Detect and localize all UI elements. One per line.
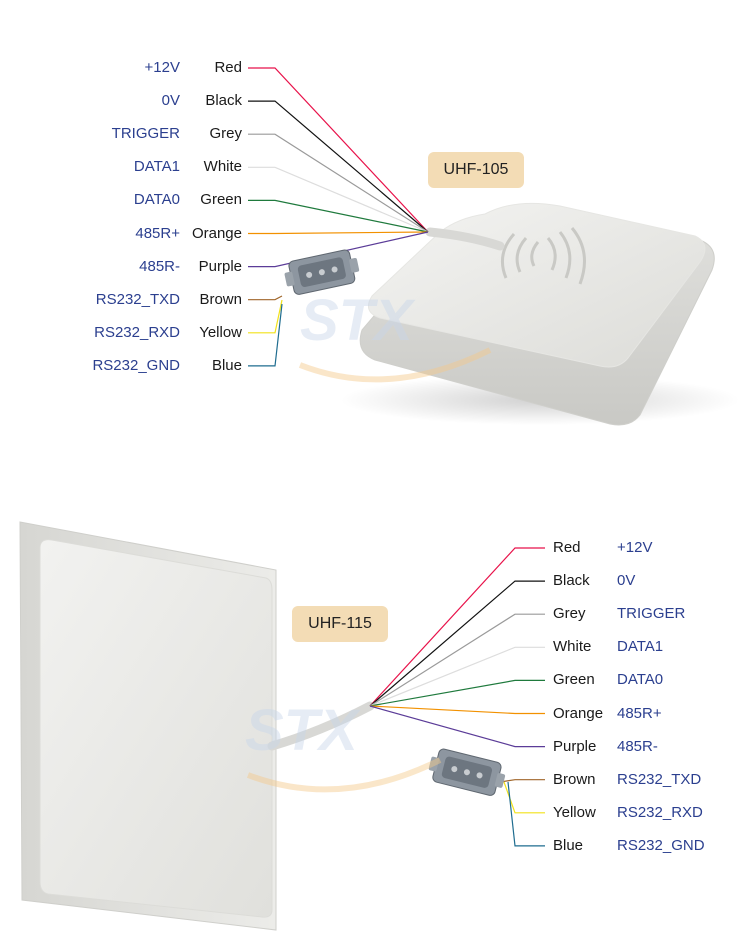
signal-label: 0V	[617, 572, 636, 590]
signal-label: DATA0	[617, 671, 664, 689]
wire-yellow	[248, 299, 283, 334]
wire-black	[248, 100, 429, 233]
wire-color-label: Orange	[553, 704, 604, 722]
signal-label: 0V	[161, 92, 180, 110]
reader-illustration: STX	[19, 521, 545, 931]
rfid-wave-icon	[500, 227, 586, 285]
wire-brown	[248, 295, 283, 301]
wire-color-label: Brown	[553, 770, 596, 788]
wire-color-label: Orange	[191, 224, 242, 242]
wire-grey	[369, 613, 545, 707]
signal-label: +12V	[617, 539, 653, 556]
signal-label: +12V	[144, 59, 180, 76]
signal-label: DATA0	[133, 191, 180, 209]
wire-color-label: Yellow	[199, 323, 242, 341]
wire-orange	[248, 231, 429, 235]
wire-yellow	[503, 781, 545, 814]
wire-color-label: Grey	[209, 125, 242, 143]
watermark-logo: STX	[298, 288, 492, 383]
signal-label: 485R+	[617, 704, 662, 722]
wire-color-label: Red	[553, 539, 581, 556]
wire-blue	[507, 781, 545, 847]
wire-color-label: Black	[553, 572, 590, 590]
signal-label: 485R-	[617, 737, 658, 755]
signal-label: 485R+	[135, 224, 180, 242]
signal-label: DATA1	[133, 158, 180, 176]
wire-orange	[369, 705, 545, 715]
signal-label: DATA1	[617, 638, 664, 656]
signal-label: TRIGGER	[617, 605, 686, 623]
wire-color-label: Blue	[553, 836, 584, 854]
wire-white	[369, 646, 545, 707]
wire-green	[248, 199, 429, 233]
signal-label: RS232_RXD	[94, 323, 180, 341]
model-badge: UHF-105	[428, 152, 524, 188]
wire-red	[369, 547, 545, 707]
wire-color-label: Black	[205, 92, 242, 110]
wire-color-label: White	[203, 158, 242, 176]
svg-text:STX: STX	[300, 288, 416, 353]
wire-color-label: Green	[553, 671, 595, 689]
wire-purple	[369, 705, 545, 748]
wire-purple	[248, 231, 429, 268]
wire-green	[369, 679, 545, 707]
signal-label: RS232_GND	[617, 836, 705, 854]
wire-color-label: White	[553, 638, 592, 656]
wire-color-label: Brown	[199, 290, 242, 308]
wire-red	[248, 67, 429, 233]
watermark-logo: STX	[245, 698, 442, 793]
signal-label: 485R-	[139, 257, 180, 275]
signal-label: RS232_GND	[92, 356, 180, 374]
wire-black	[369, 580, 545, 707]
cable	[267, 701, 375, 751]
wire-grey	[248, 133, 429, 233]
wire-white	[248, 166, 429, 233]
model-badge: UHF-115	[292, 606, 388, 642]
wire-blue	[248, 303, 283, 367]
signal-label: RS232_TXD	[95, 290, 180, 308]
wire-brown	[499, 779, 545, 783]
reader-illustration: STX	[248, 67, 740, 426]
wire-color-label: Green	[200, 191, 242, 209]
wire-color-label: Purple	[198, 257, 242, 275]
svg-text:STX: STX	[245, 698, 361, 763]
db9-connector	[284, 249, 360, 295]
wire-color-label: Yellow	[553, 803, 596, 821]
signal-label: TRIGGER	[111, 125, 180, 143]
signal-label: RS232_TXD	[617, 770, 702, 788]
wire-color-label: Purple	[553, 737, 597, 755]
signal-label: RS232_RXD	[617, 803, 703, 821]
wire-color-label: Blue	[211, 356, 242, 374]
wire-color-label: Grey	[553, 605, 586, 623]
db9-connector	[428, 748, 506, 796]
wire-color-label: Red	[214, 59, 242, 76]
cable	[425, 227, 505, 251]
